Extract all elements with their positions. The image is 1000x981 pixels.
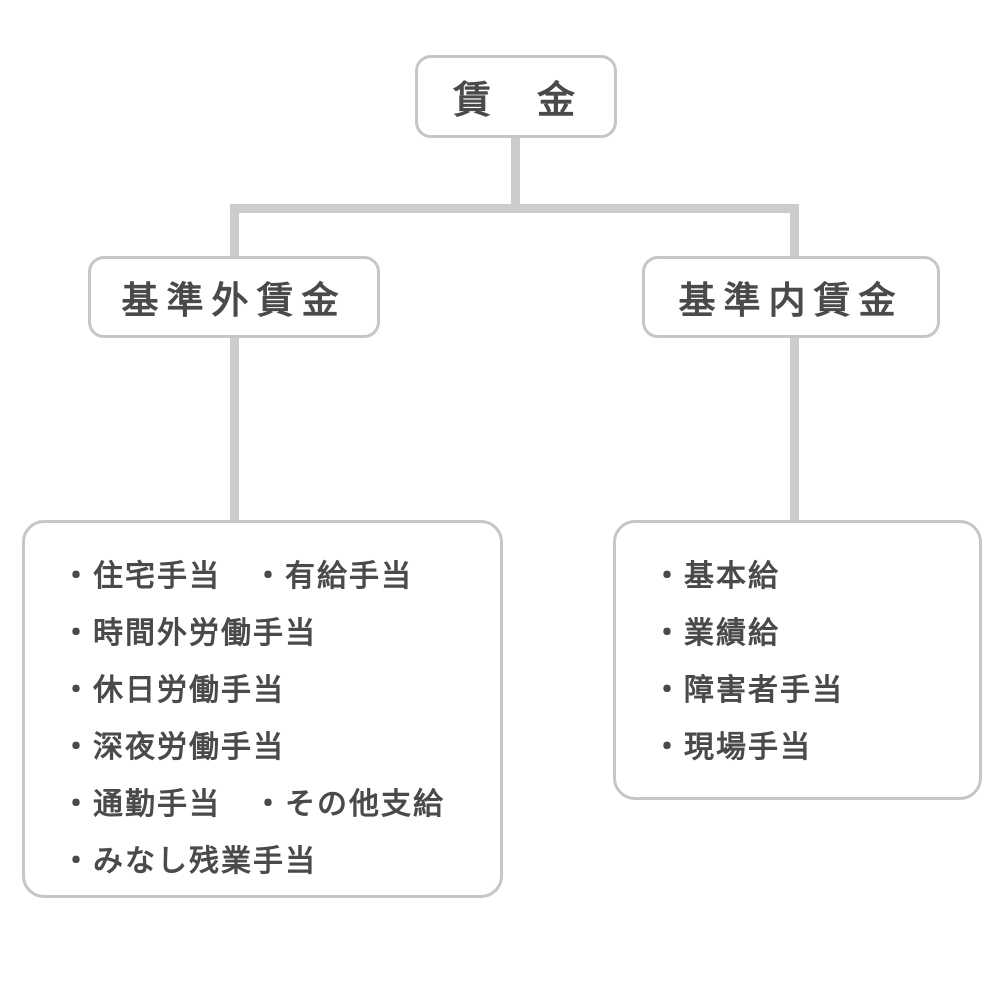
list-item: ・障害者手当 [652, 674, 844, 707]
leaf-list-standard-wages: ・基本給 ・業績給 ・障害者手当 ・現場手当 [613, 520, 982, 800]
connector-right-leaf-drop [790, 336, 799, 523]
list-item: ・住宅手当 ・有給手当 [61, 560, 413, 593]
list-item: ・深夜労働手当 [61, 731, 285, 764]
list-item: ・基本給 [652, 560, 780, 593]
list-item: ・現場手当 [652, 731, 812, 764]
root-node-wages: 賃 金 [415, 55, 617, 138]
branch-node-standard-wages: 基準内賃金 [642, 256, 940, 338]
list-item: ・通勤手当 ・その他支給 [61, 788, 445, 821]
connector-left-leaf-drop [230, 336, 239, 523]
branch-node-non-standard-wages: 基準外賃金 [88, 256, 380, 338]
list-item: ・みなし残業手当 [61, 845, 317, 878]
root-node-label: 賃 金 [452, 80, 579, 122]
list-item: ・業績給 [652, 617, 780, 650]
list-item: ・時間外労働手当 [61, 617, 317, 650]
leaf-list-non-standard-wages: ・住宅手当 ・有給手当 ・時間外労働手当 ・休日労働手当 ・深夜労働手当 ・通勤… [22, 520, 503, 898]
branch-node-label: 基準内賃金 [678, 280, 904, 321]
connector-horizontal-bar [230, 204, 799, 213]
connector-left-branch-drop [230, 211, 239, 259]
connector-root-vertical [511, 136, 520, 206]
connector-right-branch-drop [790, 211, 799, 259]
branch-node-label: 基準外賃金 [121, 280, 347, 321]
list-item: ・休日労働手当 [61, 674, 285, 707]
